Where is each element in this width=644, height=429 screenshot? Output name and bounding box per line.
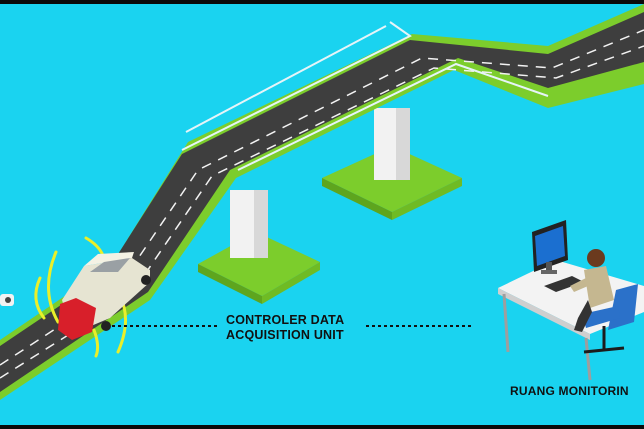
computer-monitor-icon [532, 220, 568, 274]
bridge-pillar-left [198, 190, 320, 304]
controller-data-acquisition-label: CONTROLER DATA ACQUISITION UNIT [226, 313, 344, 343]
person-icon [570, 249, 614, 332]
bottom-frame-edge [0, 425, 644, 429]
top-frame-edge [0, 0, 644, 4]
monitoring-room-label: RUANG MONITORIN [510, 384, 629, 398]
controller-label-line2: ACQUISITION UNIT [226, 328, 344, 342]
car-icon [58, 252, 151, 340]
controller-label-line1: CONTROLER DATA [226, 313, 345, 327]
keyboard-icon [544, 276, 584, 292]
camera-icon [0, 294, 14, 306]
chair-icon [582, 284, 638, 354]
sensor-waves-icon [34, 236, 127, 358]
bridge-pillar-right [322, 108, 462, 220]
